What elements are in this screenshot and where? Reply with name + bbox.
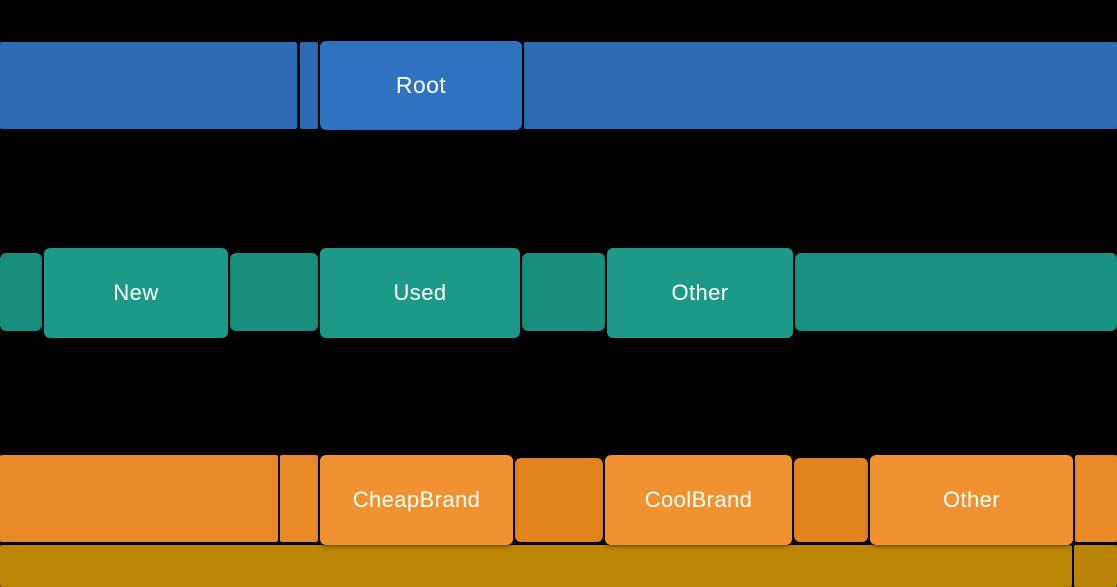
icicle-tile-coolbrand[interactable]: CoolBrand — [605, 455, 792, 545]
icicle-tile[interactable] — [1075, 455, 1117, 542]
icicle-tile-cheapbrand[interactable]: CheapBrand — [320, 455, 513, 545]
icicle-tile-label: Root — [395, 72, 447, 98]
icicle-tile[interactable] — [300, 42, 318, 129]
icicle-tile[interactable] — [795, 253, 1117, 331]
icicle-tile-label: Other — [671, 280, 729, 305]
icicle-tile-new[interactable]: New — [44, 248, 228, 338]
icicle-tile-used[interactable]: Used — [320, 248, 520, 338]
icicle-tile-other[interactable]: Other — [870, 455, 1073, 545]
icicle-tile[interactable] — [522, 253, 605, 331]
icicle-tile[interactable] — [524, 42, 1117, 129]
icicle-tile-label: New — [113, 280, 159, 305]
icicle-tile-label: CoolBrand — [644, 487, 753, 512]
icicle-tile[interactable] — [0, 42, 297, 129]
icicle-tile[interactable] — [794, 458, 868, 542]
icicle-tile[interactable] — [515, 458, 603, 542]
icicle-tile[interactable] — [1074, 545, 1117, 587]
icicle-tile[interactable] — [280, 455, 318, 542]
icicle-tile-other[interactable]: Other — [607, 248, 793, 338]
icicle-tile-root[interactable]: Root — [320, 41, 522, 130]
icicle-tile-label: CheapBrand — [352, 487, 481, 512]
icicle-tile-label: Used — [393, 280, 447, 305]
icicle-tile-label: Other — [942, 487, 1001, 512]
icicle-tile[interactable] — [0, 455, 278, 542]
icicle-tile[interactable] — [230, 253, 318, 331]
icicle-tile[interactable] — [0, 253, 42, 331]
icicle-tile[interactable] — [0, 545, 1072, 587]
